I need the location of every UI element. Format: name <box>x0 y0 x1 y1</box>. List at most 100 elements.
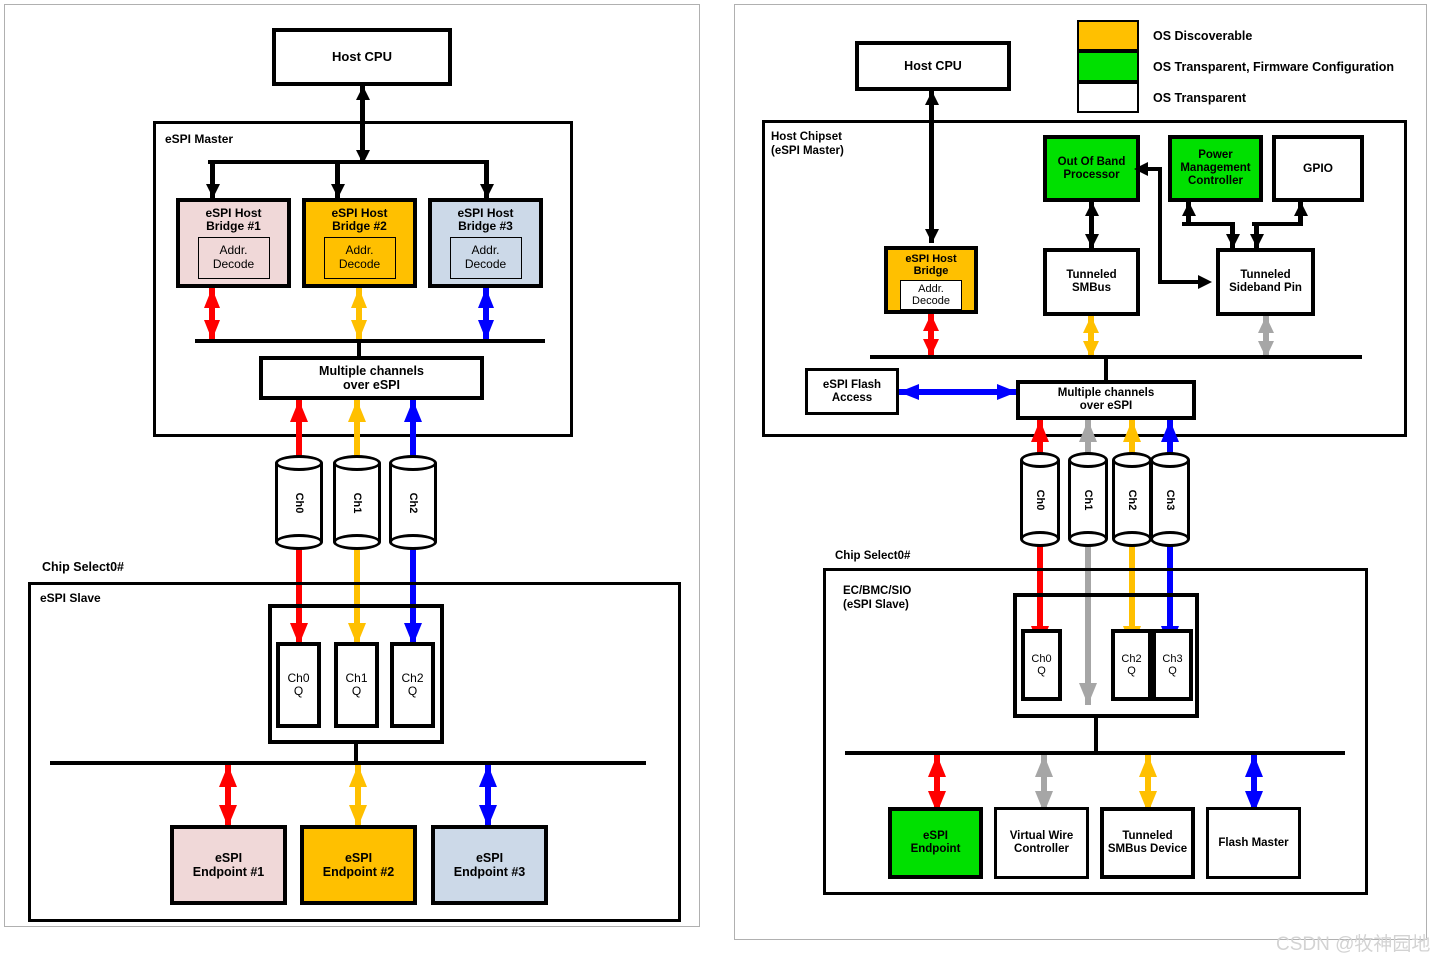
espi-endpoint-device: eSPI Endpoint <box>888 807 983 879</box>
gpio-box: GPIO <box>1272 135 1364 202</box>
tunneled-sideband-pin-label: Tunneled Sideband Pin <box>1229 269 1302 294</box>
out-of-band-processor-box: Out Of Band Processor <box>1043 135 1140 202</box>
left-cylinder-ch1: Ch1 <box>333 455 381 550</box>
power-management-controller-label: Power Management Controller <box>1180 149 1251 187</box>
right-cpu-bridge-arrow <box>925 91 939 243</box>
right-multi-channel-label: Multiple channels over eSPI <box>1057 387 1155 412</box>
left-host-cpu-box: Host CPU <box>272 28 452 86</box>
espi-endpoint-2-label: eSPI Endpoint #2 <box>322 851 395 879</box>
left-cylinder-ch2: Ch2 <box>389 455 437 550</box>
right-cylinder-ch1-label: Ch1 <box>1082 489 1094 510</box>
espi-host-bridge-1: eSPI Host Bridge #1 Addr. Decode <box>176 198 291 288</box>
bridge-2-bus-arrow <box>351 288 367 340</box>
legend-row-os-transparent: OS Transparent <box>1077 82 1246 113</box>
chipset-internal-bus <box>870 355 1362 359</box>
right-queue-bus-drop <box>1094 718 1098 753</box>
right-chip-select-label: Chip Select0# <box>835 550 911 562</box>
left-fanout-arrow-1 <box>206 160 220 198</box>
bridge-3-addr-decode: Addr. Decode <box>449 236 522 279</box>
legend-swatch-os-discoverable <box>1077 20 1139 51</box>
ec-bmc-sio-frame <box>823 568 1368 895</box>
espi-endpoint-3-label: eSPI Endpoint #3 <box>453 851 526 879</box>
sideband-oob-elbow-horizontal-top <box>1148 167 1160 171</box>
left-fanout-bus <box>208 160 488 164</box>
flash-master-label: Flash Master <box>1218 836 1289 849</box>
left-endpoint-3-arrow <box>479 765 497 827</box>
right-cylinder-ch1: Ch1 <box>1068 452 1108 547</box>
right-queue-ch2: Ch2 Q <box>1111 629 1152 701</box>
left-cylinder-ch0: Ch0 <box>275 455 323 550</box>
left-queue-ch1-label: Ch1 Q <box>345 670 368 698</box>
espi-master-frame <box>153 121 573 437</box>
bridge-1-bus-arrow <box>204 288 220 340</box>
espi-flash-access-box: eSPI Flash Access <box>805 368 899 415</box>
virtual-wire-controller-label: Virtual Wire Controller <box>1009 830 1074 855</box>
legend-label-os-discoverable: OS Discoverable <box>1153 28 1253 43</box>
left-queue-container <box>268 604 444 744</box>
right-cylinder-ch3-label: Ch3 <box>1164 489 1176 510</box>
chipset-bus-drop <box>1104 359 1108 382</box>
left-queue-ch0-label: Ch0 Q <box>287 670 310 698</box>
left-endpoint-2-arrow <box>349 765 367 827</box>
ec-bmc-sio-label: EC/BMC/SIO (eSPI Slave) <box>843 585 912 611</box>
right-host-cpu-label: Host CPU <box>904 59 962 73</box>
sideband-feed-arrow-head <box>1198 275 1214 289</box>
right-host-cpu-box: Host CPU <box>855 41 1011 91</box>
left-slave-bus <box>50 761 646 765</box>
bridge-2-title: eSPI Host Bridge #2 <box>331 206 388 234</box>
right-cylinder-ch2-label: Ch2 <box>1126 489 1138 510</box>
left-cylinder-ch1-label: Ch1 <box>351 492 363 513</box>
master-internal-bus <box>195 339 545 343</box>
gpio-label: GPIO <box>1302 160 1333 175</box>
gpio-elbow-horizontal <box>1252 222 1302 226</box>
out-of-band-processor-label: Out Of Band Processor <box>1057 155 1126 181</box>
virtual-wire-controller-box: Virtual Wire Controller <box>994 807 1089 879</box>
right-slave-bus <box>845 751 1345 755</box>
oob-smbus-arrow <box>1085 202 1099 248</box>
espi-endpoint-1: eSPI Endpoint #1 <box>170 825 287 905</box>
right-multi-channel-box: Multiple channels over eSPI <box>1016 380 1196 420</box>
host-chipset-label: Host Chipset (eSPI Master) <box>771 131 844 157</box>
tunneled-sideband-pin-box: Tunneled Sideband Pin <box>1216 248 1315 316</box>
left-cylinder-ch2-label: Ch2 <box>407 492 419 513</box>
sideband-feed-horizontal <box>1158 280 1200 284</box>
espi-host-bridge-2: eSPI Host Bridge #2 Addr. Decode <box>302 198 417 288</box>
espi-host-bridge-3: eSPI Host Bridge #3 Addr. Decode <box>428 198 543 288</box>
flash-access-channel-arrow <box>899 384 1017 400</box>
espi-flash-access-label: eSPI Flash Access <box>822 378 882 404</box>
bridge-1-addr-decode: Addr. Decode <box>197 236 270 279</box>
right-espi-host-bridge-box: eSPI Host Bridge Addr. Decode <box>884 246 978 314</box>
right-cylinder-ch0-label: Ch0 <box>1034 489 1046 510</box>
left-queue-ch0: Ch0 Q <box>276 642 321 728</box>
espi-slave-label: eSPI Slave <box>40 591 101 605</box>
legend-swatch-os-transparent <box>1077 82 1139 113</box>
left-queue-ch2-label: Ch2 Q <box>401 670 424 698</box>
espi-master-label: eSPI Master <box>165 132 234 146</box>
bridge-1-title: eSPI Host Bridge #1 <box>205 206 262 234</box>
sideband-oob-arrow-head <box>1134 162 1150 176</box>
legend: OS Discoverable OS Transparent, Firmware… <box>1077 20 1417 115</box>
right-queue-container <box>1013 593 1199 718</box>
left-queue-ch2: Ch2 Q <box>390 642 435 728</box>
power-management-controller-box: Power Management Controller <box>1168 135 1263 202</box>
pmc-elbow-horizontal <box>1182 222 1232 226</box>
right-host-bridge-title: eSPI Host Bridge <box>905 253 957 278</box>
right-cylinder-ch3: Ch3 <box>1150 452 1190 547</box>
tunneled-smbus-device-box: Tunneled SMBus Device <box>1100 807 1195 879</box>
right-bridge-bus-arrow <box>923 314 939 356</box>
tunneled-smbus-box: Tunneled SMBus <box>1043 248 1140 316</box>
sideband-oob-elbow-vertical <box>1158 167 1162 284</box>
left-chip-select-label: Chip Select0# <box>42 560 124 574</box>
right-device-1-arrow <box>928 755 946 813</box>
legend-row-os-transparent-fw: OS Transparent, Firmware Configuration <box>1077 51 1394 82</box>
pmc-down-arrow <box>1226 222 1240 248</box>
right-device-2-arrow <box>1035 755 1053 813</box>
right-queue-ch0-label: Ch0 Q <box>1031 652 1052 677</box>
watermark: CSDN @牧神园地 <box>1276 934 1431 955</box>
right-cylinder-ch2: Ch2 <box>1112 452 1152 547</box>
left-fanout-arrow-3 <box>480 160 494 198</box>
right-host-bridge-addr-decode: Addr. Decode <box>900 279 962 310</box>
espi-endpoint-2: eSPI Endpoint #2 <box>300 825 417 905</box>
legend-label-os-transparent-fw: OS Transparent, Firmware Configuration <box>1153 59 1395 74</box>
flash-master-box: Flash Master <box>1206 807 1301 879</box>
